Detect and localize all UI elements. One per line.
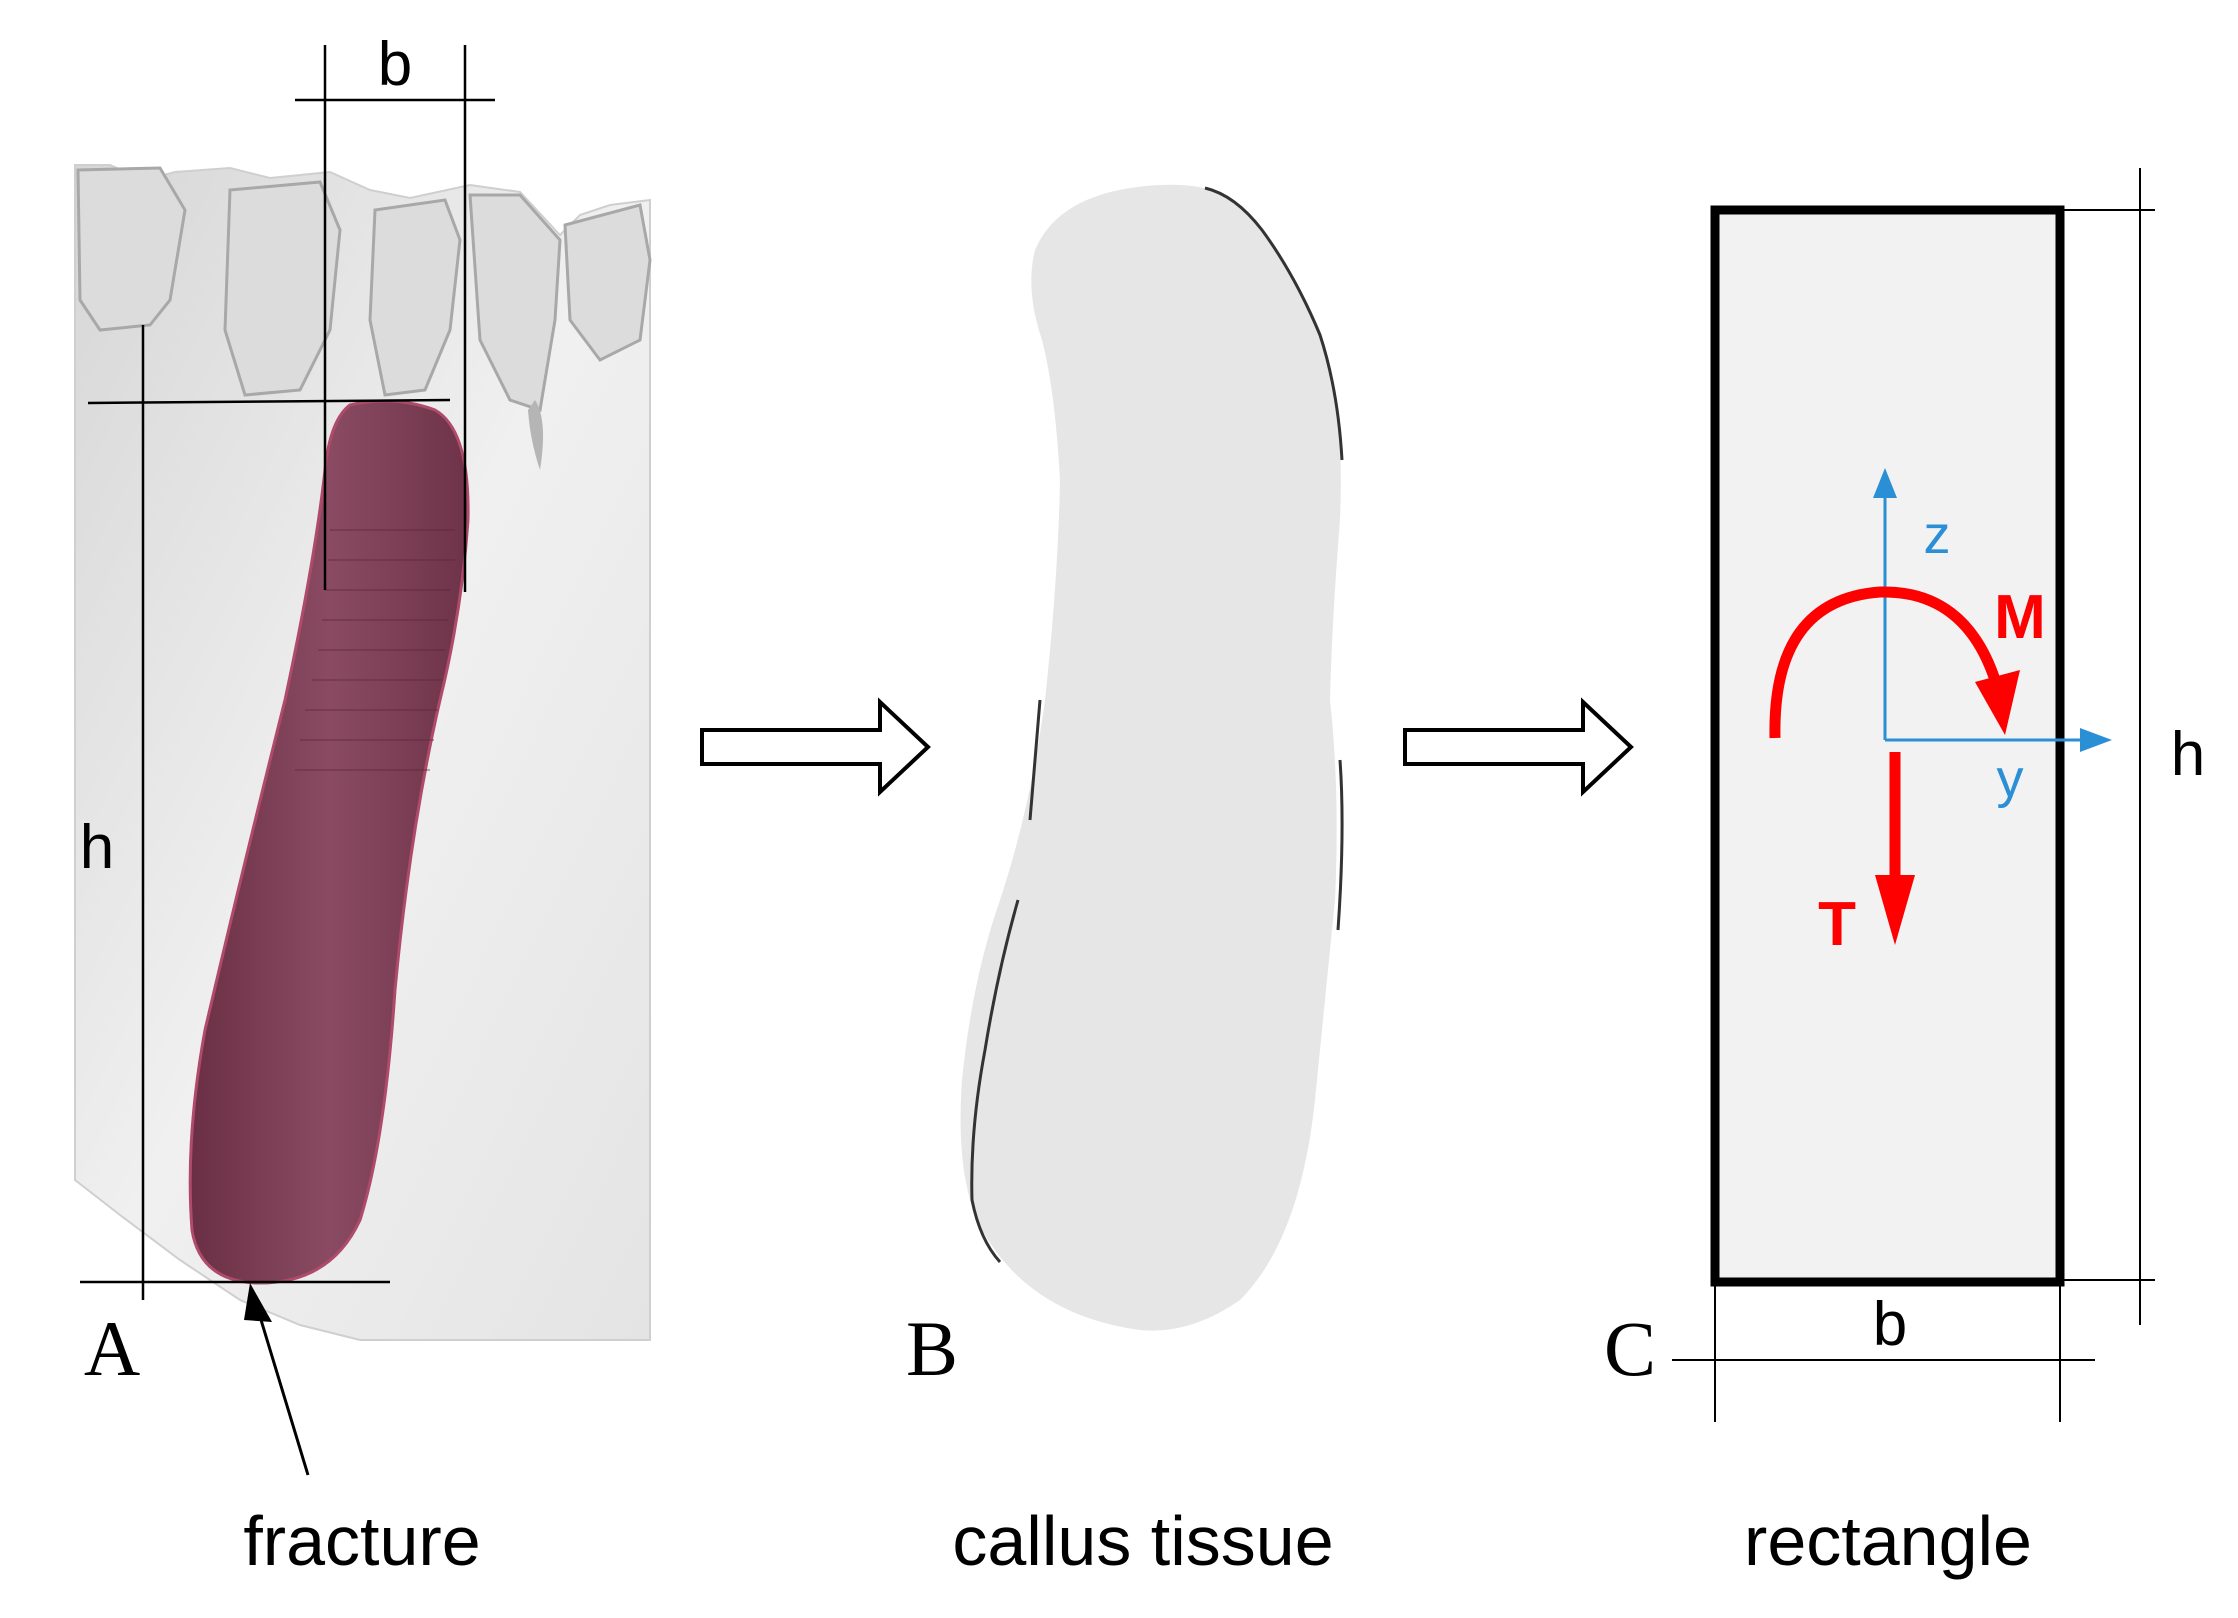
panel-a-h-label: h [80, 813, 114, 882]
cross-section-rectangle [1710, 205, 2065, 1287]
panel-b: B callus tissue [906, 184, 1344, 1580]
fracture-texture [295, 529, 455, 771]
transition-arrow-2 [1403, 697, 1634, 797]
panel-a-dimension-lines [80, 45, 495, 1300]
axis-z-label: z [1924, 505, 1951, 565]
panel-c-letter: C [1604, 1305, 1656, 1392]
fracture-pointer-arrow [244, 1283, 310, 1476]
callus-edge-strokes [970, 186, 1344, 1264]
moment-arc [1769, 586, 2001, 739]
panel-c: z y M T h b C rectangle [1604, 168, 2205, 1580]
panel-b-letter: B [906, 1305, 958, 1392]
panel-c-dimension-lines [1672, 168, 2155, 1422]
coordinate-axes [1883, 490, 2085, 742]
bone-shadow-notch [528, 400, 544, 470]
force-label: T [1818, 890, 1856, 959]
axis-y-label: y [1997, 749, 2024, 809]
moment-label: M [1994, 583, 2046, 652]
teeth-outlines [76, 166, 652, 412]
transition-arrow-1 [700, 697, 931, 797]
y-axis-arrowhead [2080, 728, 2112, 752]
panel-c-b-label: b [1873, 1290, 1907, 1359]
moment-arrowhead [1975, 670, 2020, 735]
panel-a-b-label: b [378, 30, 412, 99]
z-axis-arrowhead [1873, 468, 1897, 498]
panel-a: b h A fracture [74, 30, 652, 1580]
panel-a-caption: fracture [243, 1502, 480, 1580]
panel-c-caption: rectangle [1744, 1502, 2032, 1580]
panel-a-letter: A [84, 1305, 140, 1392]
force-arrowhead [1875, 875, 1915, 945]
panel-b-caption: callus tissue [952, 1502, 1333, 1580]
panel-c-h-label: h [2171, 720, 2205, 789]
callus-tissue-shape [960, 184, 1341, 1331]
